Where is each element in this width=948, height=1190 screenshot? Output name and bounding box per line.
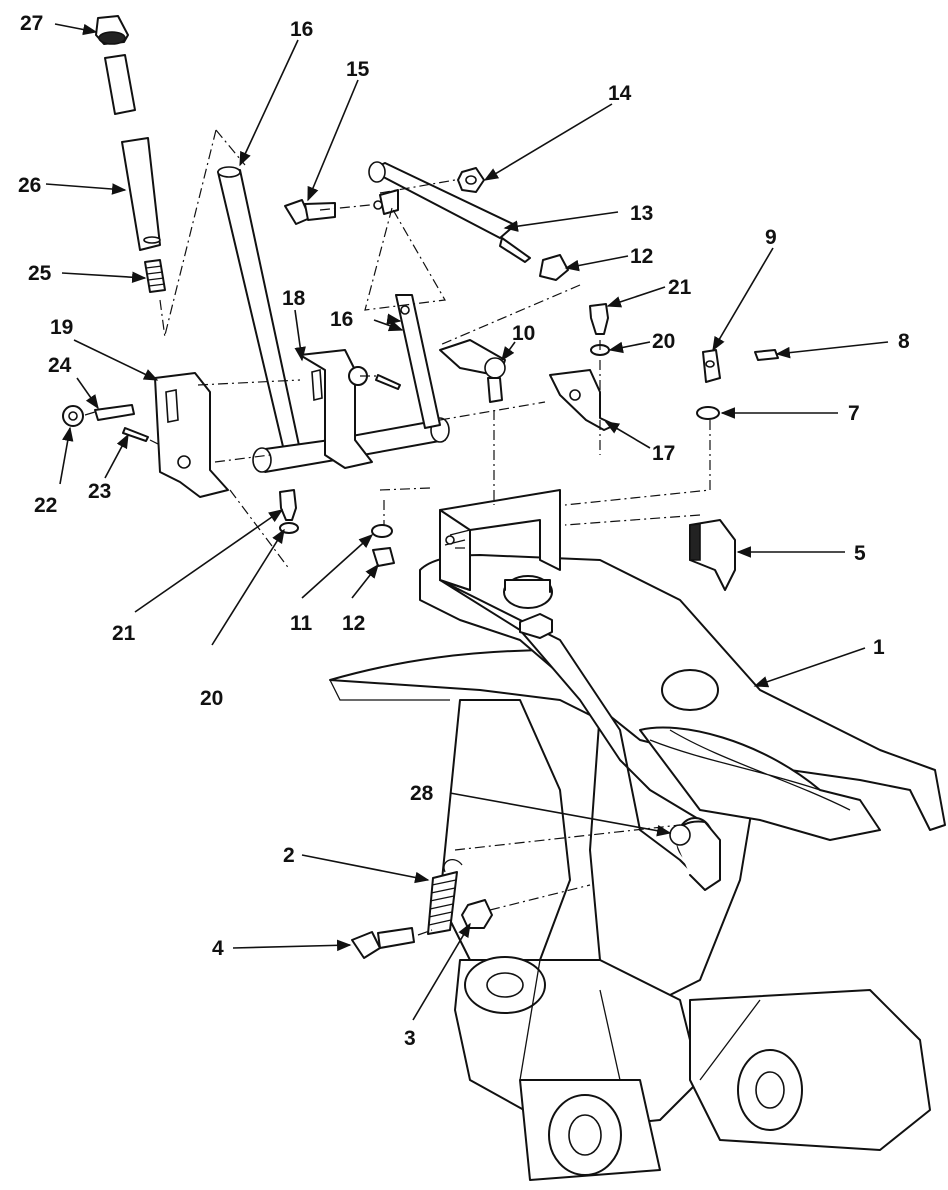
part-5-block bbox=[689, 519, 736, 591]
callout-28: 28 bbox=[410, 782, 434, 805]
callout-26: 26 bbox=[18, 174, 41, 197]
callout-1: 1 bbox=[873, 636, 885, 659]
callout-19: 19 bbox=[50, 316, 73, 339]
alignment-lines bbox=[84, 129, 711, 936]
callout-27: 27 bbox=[20, 12, 43, 35]
callout-7: 7 bbox=[848, 402, 860, 425]
cross-shaft bbox=[154, 294, 450, 498]
callout-5: 5 bbox=[854, 542, 866, 565]
callout-21-lower: 21 bbox=[112, 622, 136, 645]
callout-16-top: 16 bbox=[290, 18, 313, 41]
bracket-block bbox=[439, 489, 561, 591]
callout-9: 9 bbox=[765, 226, 777, 249]
callout-20-lower: 20 bbox=[200, 687, 223, 710]
callout-3: 3 bbox=[404, 1027, 416, 1050]
callout-16-mid: 16 bbox=[330, 308, 353, 331]
clutch-lever bbox=[419, 554, 946, 891]
callout-4: 4 bbox=[212, 937, 224, 960]
callout-labels: 1 2 3 4 5 7 8 9 10 11 12 12 13 14 15 16 … bbox=[18, 12, 910, 1050]
shaft-13 bbox=[284, 161, 569, 281]
leader-lines bbox=[45, 23, 889, 1021]
callout-12-lower: 12 bbox=[342, 612, 365, 635]
callout-24: 24 bbox=[48, 354, 72, 377]
callout-12-upper: 12 bbox=[630, 245, 653, 268]
callout-21-upper: 21 bbox=[668, 276, 692, 299]
callout-14: 14 bbox=[608, 82, 632, 105]
callout-23: 23 bbox=[88, 480, 111, 503]
tube-assembly bbox=[95, 15, 166, 293]
callout-2: 2 bbox=[283, 844, 295, 867]
callout-20-upper: 20 bbox=[652, 330, 675, 353]
callout-10: 10 bbox=[512, 322, 535, 345]
callout-17: 17 bbox=[652, 442, 675, 465]
callout-8: 8 bbox=[898, 330, 910, 353]
callout-18: 18 bbox=[282, 287, 306, 310]
callout-15: 15 bbox=[346, 58, 370, 81]
callout-13: 13 bbox=[630, 202, 653, 225]
callout-22: 22 bbox=[34, 494, 57, 517]
callout-25: 25 bbox=[28, 262, 52, 285]
small-parts bbox=[62, 303, 779, 959]
callout-11: 11 bbox=[290, 612, 313, 635]
